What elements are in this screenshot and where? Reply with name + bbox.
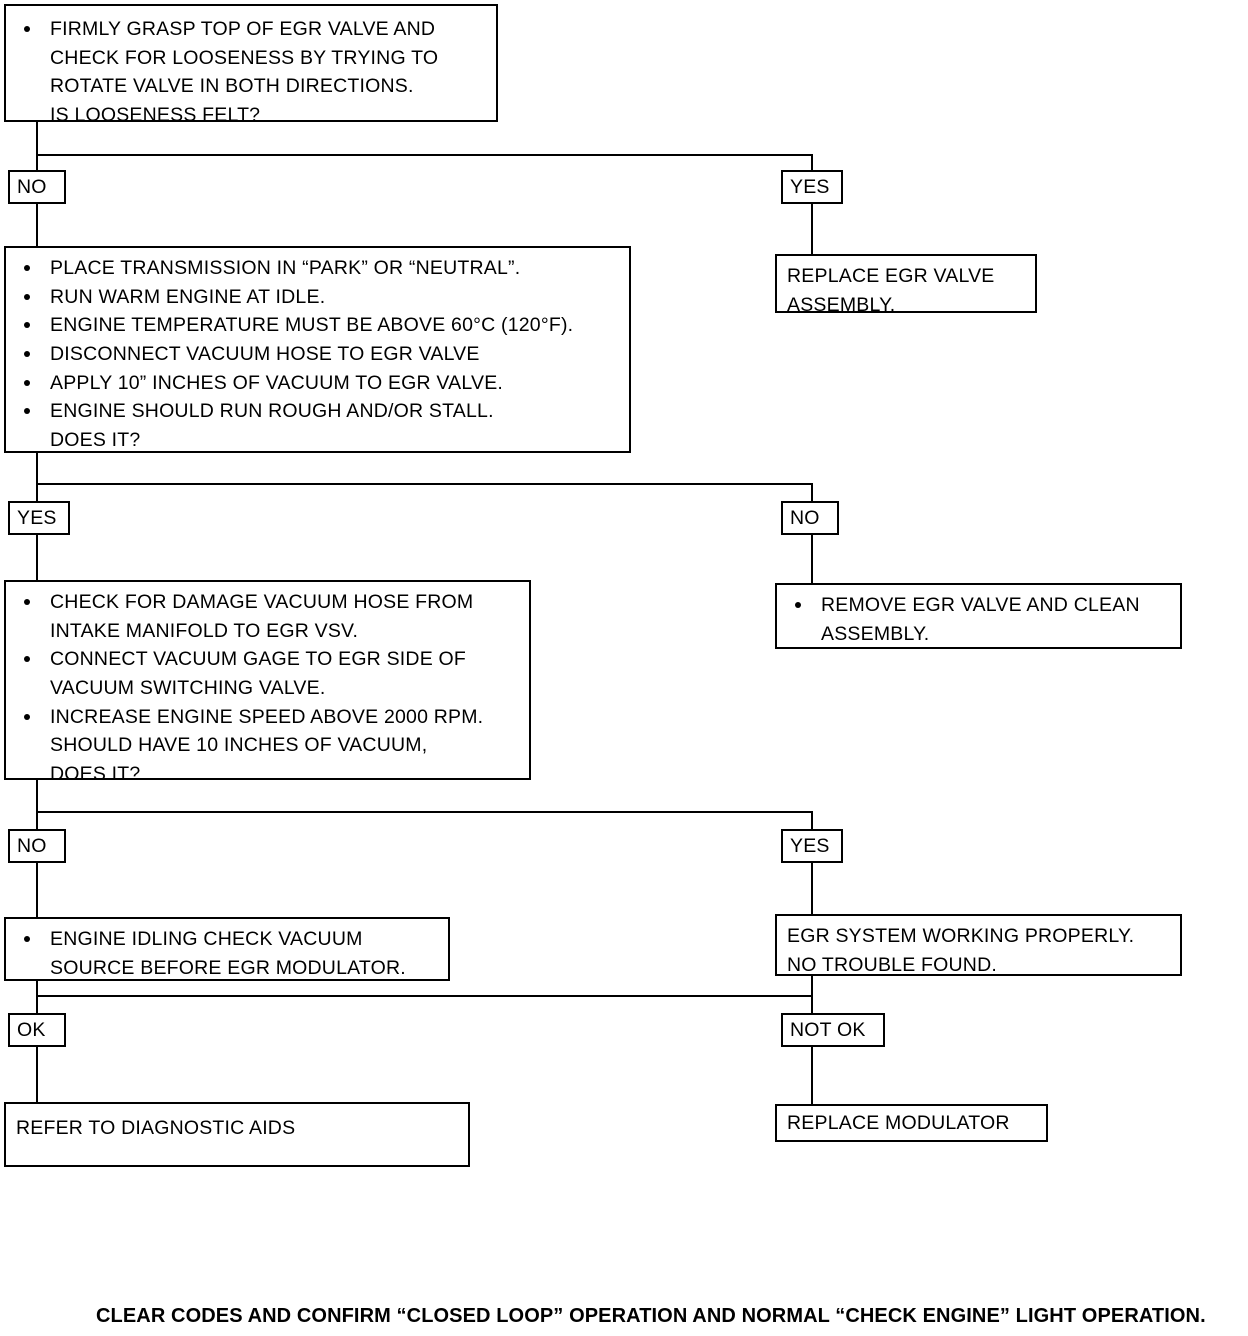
list-item: CHECK FOR DAMAGE VACUUM HOSE FROM INTAKE… bbox=[16, 588, 519, 645]
text-line: ENGINE TEMPERATURE MUST BE ABOVE 60°C (1… bbox=[50, 314, 574, 337]
text-line: SHOULD HAVE 10 INCHES OF VACUUM, bbox=[50, 734, 428, 757]
text-line: CHECK FOR DAMAGE VACUUM HOSE FROM bbox=[50, 591, 474, 613]
branch-label-not-ok: NOT OK bbox=[781, 1013, 885, 1047]
text-line: NO TROUBLE FOUND. bbox=[787, 953, 997, 976]
list-item: ENGINE TEMPERATURE MUST BE ABOVE 60°C (1… bbox=[16, 311, 619, 340]
branch-label-text: NO bbox=[790, 507, 820, 529]
connector-vertical bbox=[811, 204, 813, 254]
text-line: CONNECT VACUUM GAGE TO EGR SIDE OF bbox=[50, 648, 466, 671]
connector-vertical bbox=[811, 976, 813, 1013]
list-item: DISCONNECT VACUUM HOSE TO EGR VALVE bbox=[16, 340, 619, 369]
connector-vertical bbox=[811, 483, 813, 501]
text-line: EGR SYSTEM WORKING PROPERLY. bbox=[787, 925, 1135, 947]
connector-vertical bbox=[811, 154, 813, 172]
footer-note: CLEAR CODES AND CONFIRM “CLOSED LOOP” OP… bbox=[96, 1305, 1206, 1328]
text-line: INTAKE MANIFOLD TO EGR VSV. bbox=[50, 619, 359, 642]
node-refer-to-diagnostic-aids: REFER TO DIAGNOSTIC AIDS bbox=[4, 1102, 470, 1167]
connector-vertical bbox=[36, 780, 38, 830]
connector-horizontal bbox=[36, 995, 813, 997]
bullet-list: CHECK FOR DAMAGE VACUUM HOSE FROM INTAKE… bbox=[16, 588, 519, 789]
connector-vertical bbox=[811, 811, 813, 829]
connector-vertical bbox=[36, 981, 38, 1013]
branch-label-text: NO bbox=[17, 176, 47, 198]
branch-label-text: NOT OK bbox=[790, 1019, 866, 1041]
connector-horizontal bbox=[36, 811, 813, 813]
connector-vertical bbox=[36, 535, 38, 580]
node-grasp-egr-valve-check: FIRMLY GRASP TOP OF EGR VALVE AND CHECK … bbox=[4, 4, 498, 126]
text-line: DOES IT? bbox=[50, 428, 141, 451]
text-line: VACUUM SWITCHING VALVE. bbox=[50, 676, 326, 699]
connector-vertical bbox=[36, 863, 38, 917]
node-remove-egr-valve-and-clean: REMOVE EGR VALVE AND CLEAN ASSEMBLY. bbox=[775, 583, 1182, 649]
list-item: ENGINE IDLING CHECK VACUUM SOURCE BEFORE… bbox=[16, 925, 438, 982]
text-line: FIRMLY GRASP TOP OF EGR VALVE AND bbox=[50, 18, 436, 40]
list-item: INCREASE ENGINE SPEED ABOVE 2000 RPM. SH… bbox=[16, 703, 519, 789]
list-item: APPLY 10” INCHES OF VACUUM TO EGR VALVE. bbox=[16, 369, 619, 398]
text-line: REFER TO DIAGNOSTIC AIDS bbox=[16, 1117, 296, 1139]
text-line: ROTATE VALVE IN BOTH DIRECTIONS. bbox=[50, 75, 414, 98]
text-line: ENGINE IDLING CHECK VACUUM bbox=[50, 928, 363, 950]
bullet-list: ENGINE IDLING CHECK VACUUM SOURCE BEFORE… bbox=[16, 925, 438, 982]
text-line: REMOVE EGR VALVE AND CLEAN bbox=[821, 594, 1140, 616]
node-egr-system-working-properly: EGR SYSTEM WORKING PROPERLY. NO TROUBLE … bbox=[775, 914, 1182, 976]
text-line: REPLACE EGR VALVE bbox=[787, 265, 995, 287]
list-item: ENGINE SHOULD RUN ROUGH AND/OR STALL. DO… bbox=[16, 397, 619, 454]
connector-vertical bbox=[36, 122, 38, 172]
text-line: IS LOOSENESS FELT? bbox=[50, 103, 261, 126]
connector-vertical bbox=[811, 1047, 813, 1104]
connector-vertical bbox=[811, 863, 813, 914]
text-line: ASSEMBLY. bbox=[821, 622, 930, 645]
branch-label-yes-1: YES bbox=[781, 170, 843, 204]
text-line: APPLY 10” INCHES OF VACUUM TO EGR VALVE. bbox=[50, 371, 504, 394]
text-line: ASSEMBLY. bbox=[787, 293, 896, 316]
connector-vertical bbox=[36, 453, 38, 501]
bullet-list: REMOVE EGR VALVE AND CLEAN ASSEMBLY. bbox=[787, 591, 1170, 648]
node-engine-idling-check-vacuum-source: ENGINE IDLING CHECK VACUUM SOURCE BEFORE… bbox=[4, 917, 450, 981]
connector-horizontal bbox=[36, 154, 813, 156]
branch-label-text: YES bbox=[790, 176, 830, 198]
text-line: ENGINE SHOULD RUN ROUGH AND/OR STALL. bbox=[50, 400, 494, 423]
list-item: CONNECT VACUUM GAGE TO EGR SIDE OF VACUU… bbox=[16, 645, 519, 702]
bullet-list: FIRMLY GRASP TOP OF EGR VALVE AND CHECK … bbox=[16, 15, 486, 130]
text-line: SOURCE BEFORE EGR MODULATOR. bbox=[50, 956, 406, 979]
node-replace-modulator: REPLACE MODULATOR bbox=[775, 1104, 1048, 1142]
branch-label-yes-2: YES bbox=[8, 501, 70, 535]
list-item: REMOVE EGR VALVE AND CLEAN ASSEMBLY. bbox=[787, 591, 1170, 648]
text-line: PLACE TRANSMISSION IN “PARK” OR “NEUTRAL… bbox=[50, 257, 521, 279]
node-apply-vacuum-to-egr-valve: PLACE TRANSMISSION IN “PARK” OR “NEUTRAL… bbox=[4, 246, 631, 453]
footer-note-text: CLEAR CODES AND CONFIRM “CLOSED LOOP” OP… bbox=[96, 1305, 1206, 1327]
connector-vertical bbox=[36, 204, 38, 246]
node-check-vacuum-hose-and-gage: CHECK FOR DAMAGE VACUUM HOSE FROM INTAKE… bbox=[4, 580, 531, 785]
list-item: FIRMLY GRASP TOP OF EGR VALVE AND CHECK … bbox=[16, 15, 486, 130]
branch-label-no-3: NO bbox=[8, 829, 66, 863]
connector-horizontal bbox=[36, 483, 813, 485]
text-line: CHECK FOR LOOSENESS BY TRYING TO bbox=[50, 46, 439, 69]
list-item: PLACE TRANSMISSION IN “PARK” OR “NEUTRAL… bbox=[16, 254, 619, 283]
branch-label-text: YES bbox=[17, 507, 57, 529]
bullet-list: PLACE TRANSMISSION IN “PARK” OR “NEUTRAL… bbox=[16, 254, 619, 455]
branch-label-text: YES bbox=[790, 835, 830, 857]
branch-label-yes-3: YES bbox=[781, 829, 843, 863]
text-line: RUN WARM ENGINE AT IDLE. bbox=[50, 285, 326, 308]
branch-label-text: NO bbox=[17, 835, 47, 857]
connector-vertical bbox=[36, 1047, 38, 1102]
branch-label-no-1: NO bbox=[8, 170, 66, 204]
text-line: INCREASE ENGINE SPEED ABOVE 2000 RPM. bbox=[50, 705, 484, 728]
node-replace-egr-valve-assembly: REPLACE EGR VALVE ASSEMBLY. bbox=[775, 254, 1037, 316]
list-item: RUN WARM ENGINE AT IDLE. bbox=[16, 283, 619, 312]
branch-label-text: OK bbox=[17, 1019, 46, 1041]
text-line: DOES IT? bbox=[50, 762, 141, 785]
branch-label-no-2: NO bbox=[781, 501, 839, 535]
connector-vertical bbox=[811, 535, 813, 583]
text-line: DISCONNECT VACUUM HOSE TO EGR VALVE bbox=[50, 342, 480, 365]
branch-label-ok: OK bbox=[8, 1013, 66, 1047]
text-line: REPLACE MODULATOR bbox=[787, 1112, 1010, 1134]
